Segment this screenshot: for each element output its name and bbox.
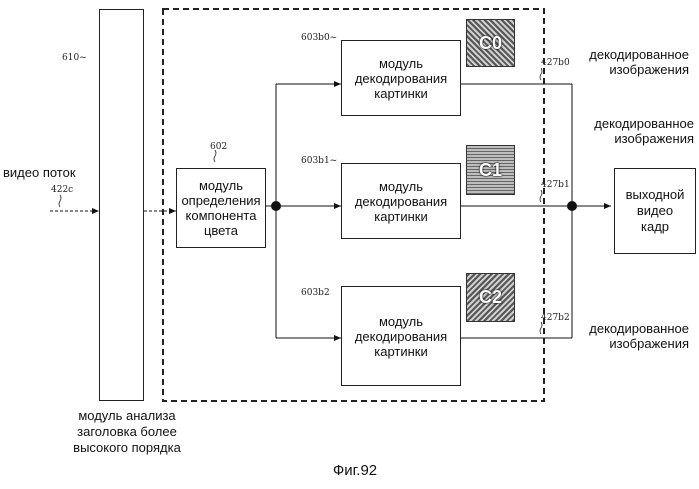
decoder-2-out-ref: 427b2 [541, 313, 570, 323]
decoder-0-out-line-1: декодированное [584, 47, 689, 62]
parser-caption-line-1: модуль анализа [52, 408, 202, 424]
parser-caption: модуль анализа заголовка более высокого … [52, 408, 202, 456]
decoder-2-line-1: модуль [379, 314, 423, 329]
ref-leader-427b2 [540, 322, 542, 334]
component-c0-block: C0 [466, 19, 515, 67]
color-module-ref: 602 [210, 142, 227, 152]
output-line-1: выходной [626, 187, 685, 203]
merge-junction [567, 201, 577, 211]
color-component-module: модуль определения компонента цвета [176, 168, 266, 248]
decoder-1-ref: 603b1~ [301, 156, 337, 166]
decoder-1-out-line-2: изображения [584, 131, 694, 146]
decoder-1-line-1: модуль [379, 179, 423, 194]
parser-caption-line-3: высокого порядка [52, 440, 202, 456]
output-video-frame: выходной видео кадр [614, 168, 696, 254]
decoder-2-out-line-1: декодированное [584, 321, 689, 336]
picture-decoder-2: модуль декодирования картинки [341, 286, 461, 386]
decoder-0-ref: 603b0~ [301, 33, 337, 43]
decoder-0-line-1: модуль [379, 56, 423, 71]
decoder-1-out-line-1: декодированное [584, 116, 694, 131]
color-module-line-3: компонента [186, 208, 257, 223]
output-line-2: видео [637, 203, 673, 219]
component-c2-block: C2 [466, 273, 515, 322]
decoder-1-out-label: декодированное изображения [584, 116, 694, 146]
ref-leader-427b1 [540, 190, 542, 202]
output-line-3: кадр [641, 219, 669, 235]
component-c1-block: C1 [466, 145, 515, 195]
picture-decoder-0: модуль декодирования картинки [341, 40, 461, 116]
decoder-0-line-3: картинки [374, 86, 428, 101]
split-junction [271, 201, 281, 211]
input-label: видео поток [3, 165, 76, 180]
header-parser-box [99, 9, 144, 401]
decoder-1-line-3: картинки [374, 209, 428, 224]
decoder-0-out-ref: 427b0 [541, 58, 570, 68]
decoder-1-out-ref: 427b1 [541, 180, 570, 190]
decoder-0-line-2: декодирования [355, 71, 447, 86]
color-module-line-4: цвета [204, 223, 238, 238]
parser-caption-line-2: заголовка более [52, 424, 202, 440]
parser-ref: 610~ [62, 53, 87, 63]
decoder-1-line-2: декодирования [355, 194, 447, 209]
decoder-2-line-3: картинки [374, 344, 428, 359]
ref-leader-422c [59, 195, 61, 207]
decoder-2-out-label: декодированное изображения [584, 321, 689, 351]
input-ref: 422c [51, 185, 73, 195]
decoder-2-line-2: декодирования [355, 329, 447, 344]
decoder-0-out-label: декодированное изображения [584, 47, 689, 77]
ref-leader-427b0 [540, 68, 542, 80]
decoder-0-out-line-2: изображения [584, 62, 689, 77]
figure-caption: Фиг.92 [300, 462, 410, 479]
picture-decoder-1: модуль декодирования картинки [341, 163, 461, 239]
decoder-2-ref: 603b2 [301, 288, 330, 298]
color-module-line-1: модуль [199, 178, 243, 193]
color-module-line-2: определения [181, 193, 260, 208]
decoder-2-out-line-2: изображения [584, 336, 689, 351]
